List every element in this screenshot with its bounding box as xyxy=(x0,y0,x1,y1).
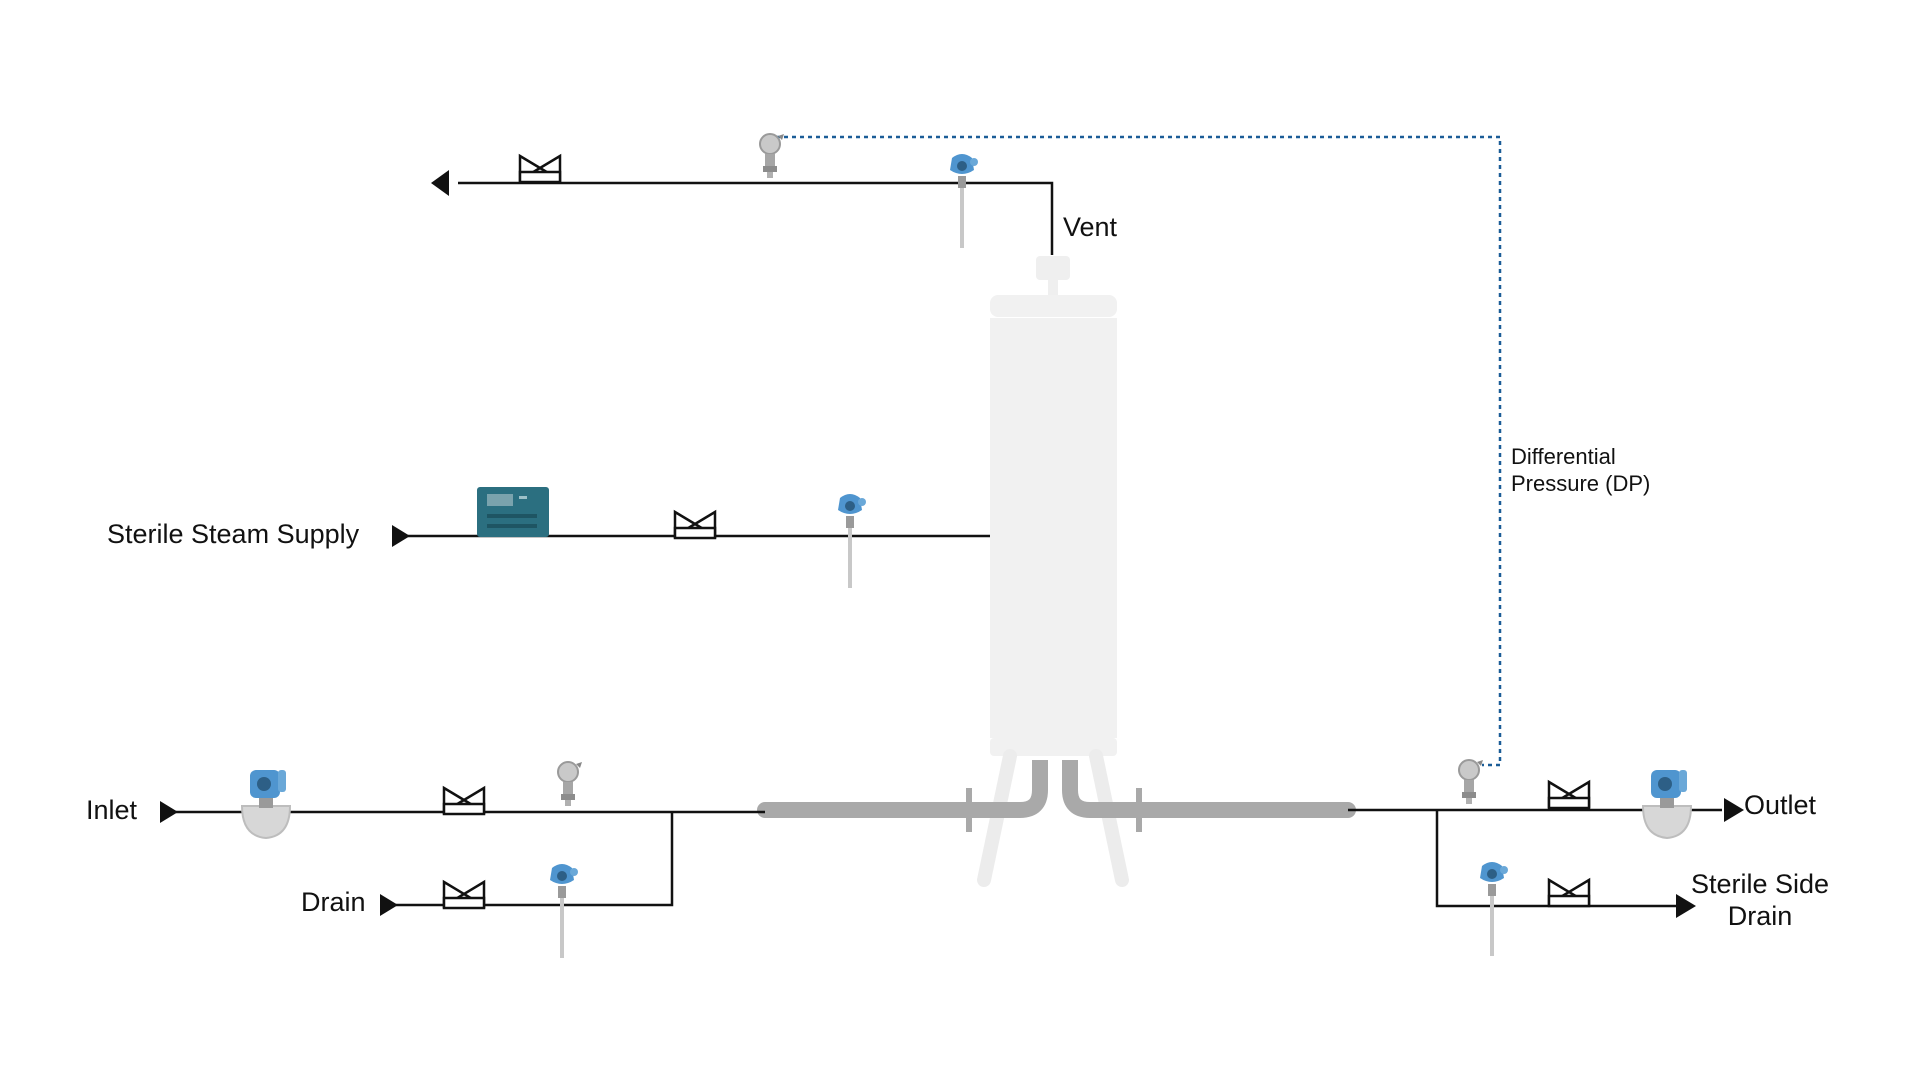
sterile-side-drain-label-line2: Drain xyxy=(1727,901,1793,932)
sterile-drain-valve-icon[interactable] xyxy=(1547,878,1591,908)
inlet-flowmeter-icon[interactable] xyxy=(241,769,291,839)
filter-vessel xyxy=(977,256,1129,887)
inlet-valve-icon[interactable] xyxy=(442,786,486,816)
vent-valve-icon[interactable] xyxy=(518,154,562,184)
drain-valve-icon[interactable] xyxy=(442,880,486,910)
sterile-side-drain-label: Sterile Side Drain xyxy=(1684,868,1836,933)
sterile-drain-temperature-transmitter-icon[interactable] xyxy=(1480,862,1508,956)
vent-temperature-transmitter-icon[interactable] xyxy=(950,154,978,248)
vent-flow-arrow-icon xyxy=(431,170,449,196)
header-pipes xyxy=(757,760,1356,832)
inlet-pressure-gauge-icon[interactable] xyxy=(557,761,583,807)
drain-flow-arrow-icon xyxy=(380,894,398,916)
steam-controller-icon[interactable] xyxy=(477,487,549,537)
steam-supply-valve-icon[interactable] xyxy=(673,510,717,540)
outlet-pressure-gauge-icon[interactable] xyxy=(1458,759,1484,805)
drain-temperature-transmitter-icon[interactable] xyxy=(550,864,578,958)
differential-pressure-signal-line xyxy=(776,135,1502,767)
outlet-valve-icon[interactable] xyxy=(1547,780,1591,810)
differential-pressure-label-line2: Pressure (DP) xyxy=(1511,470,1651,496)
steam-temperature-transmitter-icon[interactable] xyxy=(838,494,866,588)
differential-pressure-label: Differential Pressure (DP) xyxy=(1511,444,1650,498)
vent-label: Vent xyxy=(1063,212,1118,242)
inlet-flow-arrow-icon xyxy=(160,801,178,823)
differential-pressure-label-line1: Differential xyxy=(1511,444,1616,469)
vent-pressure-gauge-icon[interactable] xyxy=(759,133,785,179)
process-lines xyxy=(170,181,1722,908)
steam-flow-arrow-icon xyxy=(392,525,410,547)
sterile-side-drain-label-line1: Sterile Side xyxy=(1690,869,1830,899)
sterile-drain-flow-arrow-icon xyxy=(1676,894,1696,918)
drain-label: Drain xyxy=(301,887,366,917)
outlet-flow-arrow-icon xyxy=(1724,798,1744,822)
sterile-steam-supply-label: Sterile Steam Supply xyxy=(107,519,360,549)
outlet-flowmeter-icon[interactable] xyxy=(1642,769,1692,839)
inlet-label: Inlet xyxy=(86,795,138,825)
outlet-label: Outlet xyxy=(1744,790,1817,820)
